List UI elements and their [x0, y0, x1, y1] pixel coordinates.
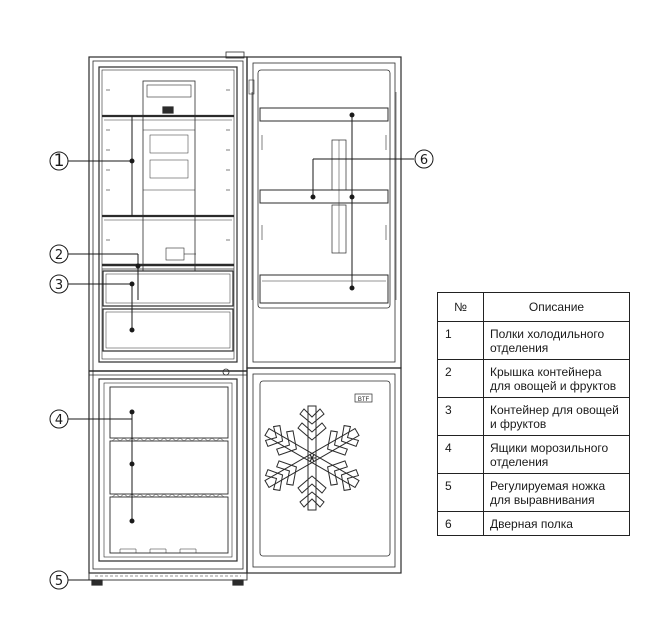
- freezer-drawer: [109, 437, 229, 495]
- fridge-shelf: [102, 214, 234, 221]
- callout-6: 6: [414, 149, 434, 169]
- freezer-drawer: [109, 386, 229, 439]
- crisper-cover: [102, 263, 234, 270]
- row-number: 4: [437, 435, 484, 474]
- door-shelf: [259, 274, 389, 304]
- leader-line-4: [68, 409, 135, 524]
- freezer-badge: BTF: [358, 397, 370, 403]
- leader-line-3: [68, 281, 135, 333]
- callout-5: 5: [49, 570, 69, 590]
- fridge-shelf: [102, 114, 234, 121]
- freezer-door: [246, 367, 402, 574]
- callout-5-label: 5: [55, 574, 63, 589]
- row-description: Регулируемая ножка для выравнивания: [483, 473, 630, 512]
- callout-1: 1: [49, 151, 69, 171]
- table-row: 3 Контейнер для овощей и фруктов: [437, 397, 630, 436]
- table-row: 4 Ящики морозильного отделения: [437, 435, 630, 474]
- cabinet-base: [88, 572, 248, 581]
- fridge-door: [246, 56, 402, 369]
- callout-3-label: 3: [55, 278, 63, 293]
- leader-line-2: [68, 253, 141, 300]
- row-number: 3: [437, 397, 484, 436]
- row-description: Контейнер для овощей и фруктов: [483, 397, 630, 436]
- leader-line-6: [310, 112, 414, 291]
- table-row: 2 Крышка контейнера для овощей и фруктов: [437, 359, 630, 398]
- callout-6-label: 6: [420, 153, 428, 168]
- freezer-drawer: [109, 493, 229, 554]
- table-row: 6 Дверная полка: [437, 511, 630, 536]
- table-row: 1 Полки холодильного отделения: [437, 321, 630, 360]
- row-number: 5: [437, 473, 484, 512]
- snowflake-icon: [259, 405, 365, 511]
- crisper-container: [102, 270, 234, 352]
- callout-3: 3: [49, 274, 69, 294]
- freezer-compartment: [98, 378, 238, 562]
- callout-4: 4: [49, 409, 69, 429]
- leveling-foot: [91, 579, 244, 586]
- row-number: 2: [437, 359, 484, 398]
- table-header-row: № Описание: [437, 292, 630, 322]
- fridge-compartment: [98, 66, 238, 363]
- callout-4-label: 4: [55, 413, 63, 428]
- parts-legend-table: № Описание 1 Полки холодильного отделени…: [437, 292, 630, 536]
- header-number: №: [437, 292, 484, 322]
- table-row: 5 Регулируемая ножка для выравнивания: [437, 473, 630, 512]
- door-shelf: [259, 107, 389, 122]
- row-description: Ящики морозильного отделения: [483, 435, 630, 474]
- row-number: 1: [437, 321, 484, 360]
- row-description: Полки холодильного отделения: [483, 321, 630, 360]
- row-number: 6: [437, 511, 484, 536]
- callout-1-label: 1: [54, 151, 65, 171]
- row-description: Дверная полка: [483, 511, 630, 536]
- header-description: Описание: [483, 292, 630, 322]
- leader-line-1: [68, 116, 135, 216]
- row-description: Крышка контейнера для овощей и фруктов: [483, 359, 630, 398]
- callout-2: 2: [49, 244, 69, 264]
- door-shelf: [259, 189, 389, 204]
- callout-2-label: 2: [55, 248, 63, 263]
